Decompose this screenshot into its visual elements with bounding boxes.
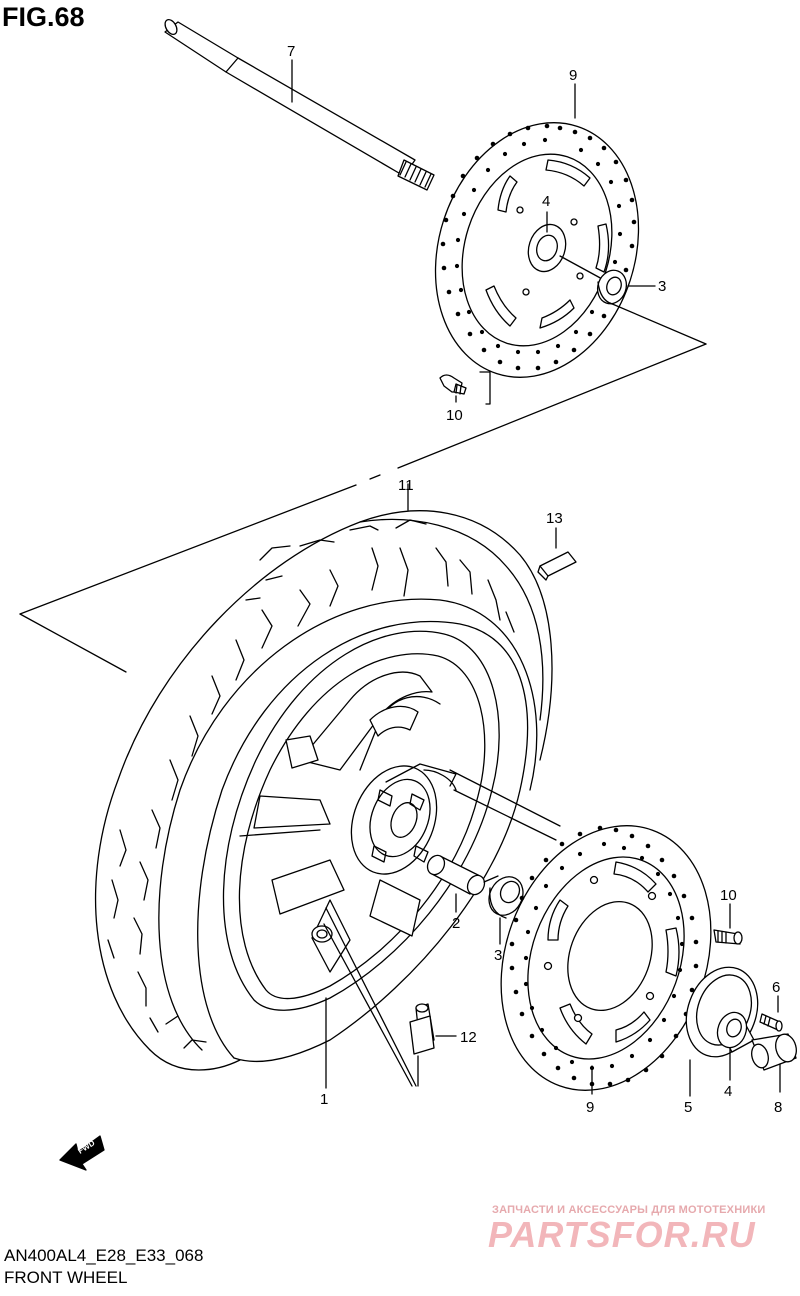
tire <box>96 484 552 1070</box>
callout-13: 13 <box>546 510 563 527</box>
brake-disc-top <box>404 84 671 404</box>
callout-4-bottom: 4 <box>724 1083 732 1100</box>
callout-6: 6 <box>772 979 780 996</box>
callout-9-bottom: 9 <box>586 1099 594 1116</box>
callout-12: 12 <box>460 1029 477 1046</box>
callout-3-bottom: 3 <box>494 947 502 964</box>
callout-7: 7 <box>287 43 295 60</box>
disc-bolt-bottom <box>714 904 742 944</box>
callout-10-bottom: 10 <box>720 887 737 904</box>
balancer-weight <box>538 528 576 580</box>
callout-8: 8 <box>774 1099 782 1116</box>
callout-3-top: 3 <box>658 278 666 295</box>
callout-9-top: 9 <box>569 67 577 84</box>
disc-bolt-top <box>440 372 490 404</box>
forward-arrow-icon: FWD <box>60 1136 104 1170</box>
callout-11: 11 <box>398 477 414 494</box>
callout-1: 1 <box>320 1091 328 1108</box>
collar <box>749 1032 799 1092</box>
model-code: AN400AL4_E28_E33_068 <box>4 1246 204 1265</box>
watermark-brand: PARTSFOR.RU <box>488 1214 756 1255</box>
callout-10-top: 10 <box>446 407 463 424</box>
valve <box>410 1004 456 1086</box>
callout-4-top: 4 <box>542 193 550 210</box>
figure-subtitle: FRONT WHEEL <box>4 1268 128 1287</box>
screw <box>760 996 782 1031</box>
callout-5: 5 <box>684 1099 692 1116</box>
brake-disc-bottom <box>466 796 747 1120</box>
figure-title: FIG.68 <box>2 2 85 32</box>
center-spacer <box>424 852 498 912</box>
bearing-top <box>560 256 655 308</box>
watermark-tagline: ЗАПЧАСТИ И АКСЕССУАРЫ ДЛЯ МОТОТЕХНИКИ <box>492 1204 766 1216</box>
callout-2: 2 <box>452 915 460 932</box>
front-axle <box>163 18 434 190</box>
